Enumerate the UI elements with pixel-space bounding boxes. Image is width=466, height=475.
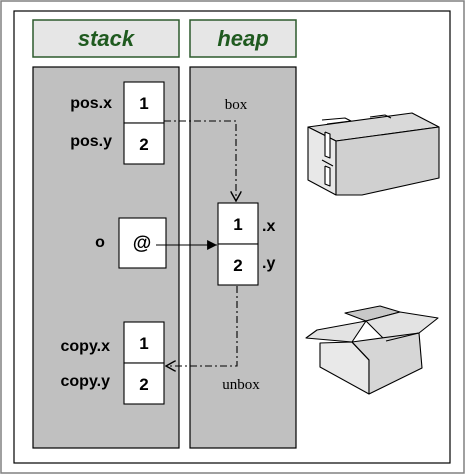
pos-y-value: 2 (139, 135, 148, 154)
heap-x-value: 1 (233, 215, 242, 234)
copy-y-label: copy.y (61, 373, 111, 390)
box-arrow (164, 120, 236, 201)
pos-y-label: pos.y (70, 133, 112, 150)
pos-y-cell (123, 122, 165, 165)
copy-cells: 1 2 (123, 321, 165, 405)
stack-header: stack (32, 19, 180, 58)
heap-y-value: 2 (233, 256, 242, 275)
unbox-arrow (166, 286, 238, 366)
o-value: @ (133, 233, 152, 254)
copy-y-cell (123, 362, 165, 405)
copy-x-cell (123, 321, 165, 364)
inner-frame (13, 10, 451, 464)
o-cell (118, 217, 167, 269)
heap-header: heap (189, 19, 297, 58)
pos-cells: 1 2 (123, 81, 165, 165)
copy-x-value: 1 (139, 334, 148, 353)
heap-y-field: .y (262, 255, 275, 272)
closed-box-icon (307, 112, 440, 196)
copy-y-value: 2 (139, 375, 148, 394)
pos-x-label: pos.x (70, 95, 112, 112)
pos-x-value: 1 (139, 94, 148, 113)
heap-object: 1 2 (217, 202, 259, 286)
open-box-icon (305, 305, 439, 395)
unbox-operation-label: unbox (222, 377, 260, 393)
pos-x-cell (123, 81, 165, 124)
stack-header-label: stack (78, 26, 136, 51)
heap-y-cell (217, 243, 259, 286)
heap-header-label: heap (217, 26, 268, 51)
box-operation-label: box (225, 97, 248, 113)
o-label: o (95, 234, 105, 251)
heap-x-field: .x (262, 218, 275, 235)
copy-x-label: copy.x (61, 338, 111, 355)
heap-x-cell (217, 202, 259, 245)
